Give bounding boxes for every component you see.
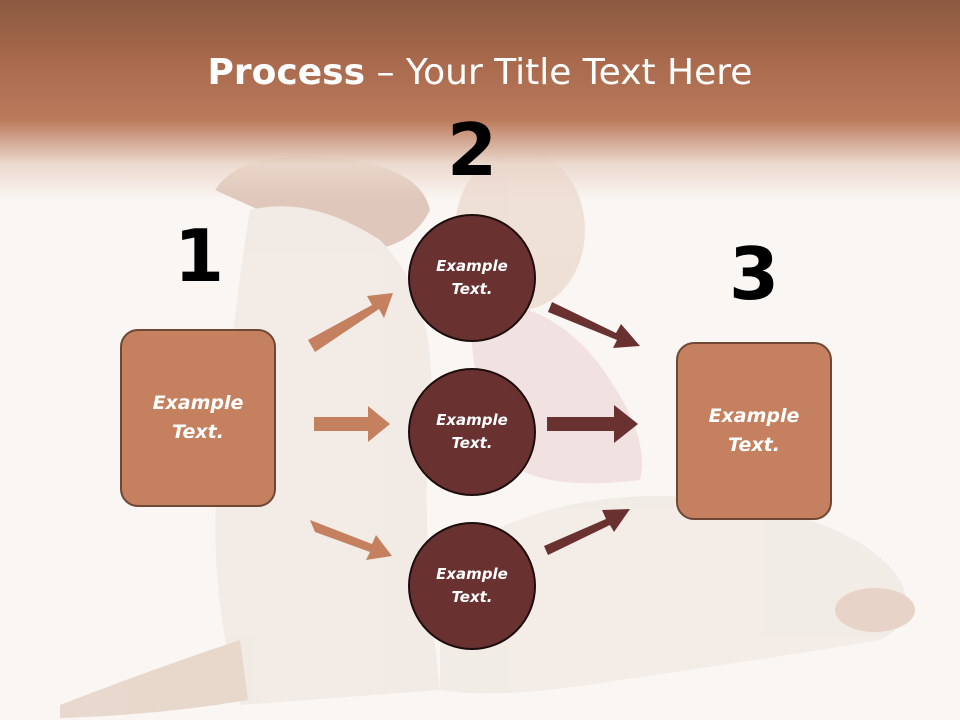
arrow-up-right-dark xyxy=(544,509,630,555)
arrow-right-dark xyxy=(547,405,638,443)
circle-bottom: Example Text. xyxy=(408,522,536,650)
step-number-2: 2 xyxy=(446,108,498,192)
circle-bottom-text: Example Text. xyxy=(436,565,508,606)
arrow-down-right xyxy=(310,520,392,560)
arrow-up-right xyxy=(308,293,393,352)
circle-top-text: Example Text. xyxy=(436,257,508,298)
arrow-right xyxy=(314,406,390,442)
step-number-1: 1 xyxy=(173,214,225,298)
arrow-down-right-dark xyxy=(548,302,640,348)
right-step-box: Example Text. xyxy=(676,342,832,520)
header-band xyxy=(0,0,960,200)
circle-middle: Example Text. xyxy=(408,368,536,496)
left-step-text: Example Text. xyxy=(152,392,244,443)
circle-top: Example Text. xyxy=(408,214,536,342)
circle-middle-text: Example Text. xyxy=(436,411,508,452)
title-bold: Process xyxy=(207,52,366,93)
step-number-3: 3 xyxy=(728,232,780,316)
page-title: Process – Your Title Text Here xyxy=(0,52,960,93)
title-rest: – Your Title Text Here xyxy=(365,52,753,93)
right-step-text: Example Text. xyxy=(708,405,800,456)
left-step-box: Example Text. xyxy=(120,329,276,507)
